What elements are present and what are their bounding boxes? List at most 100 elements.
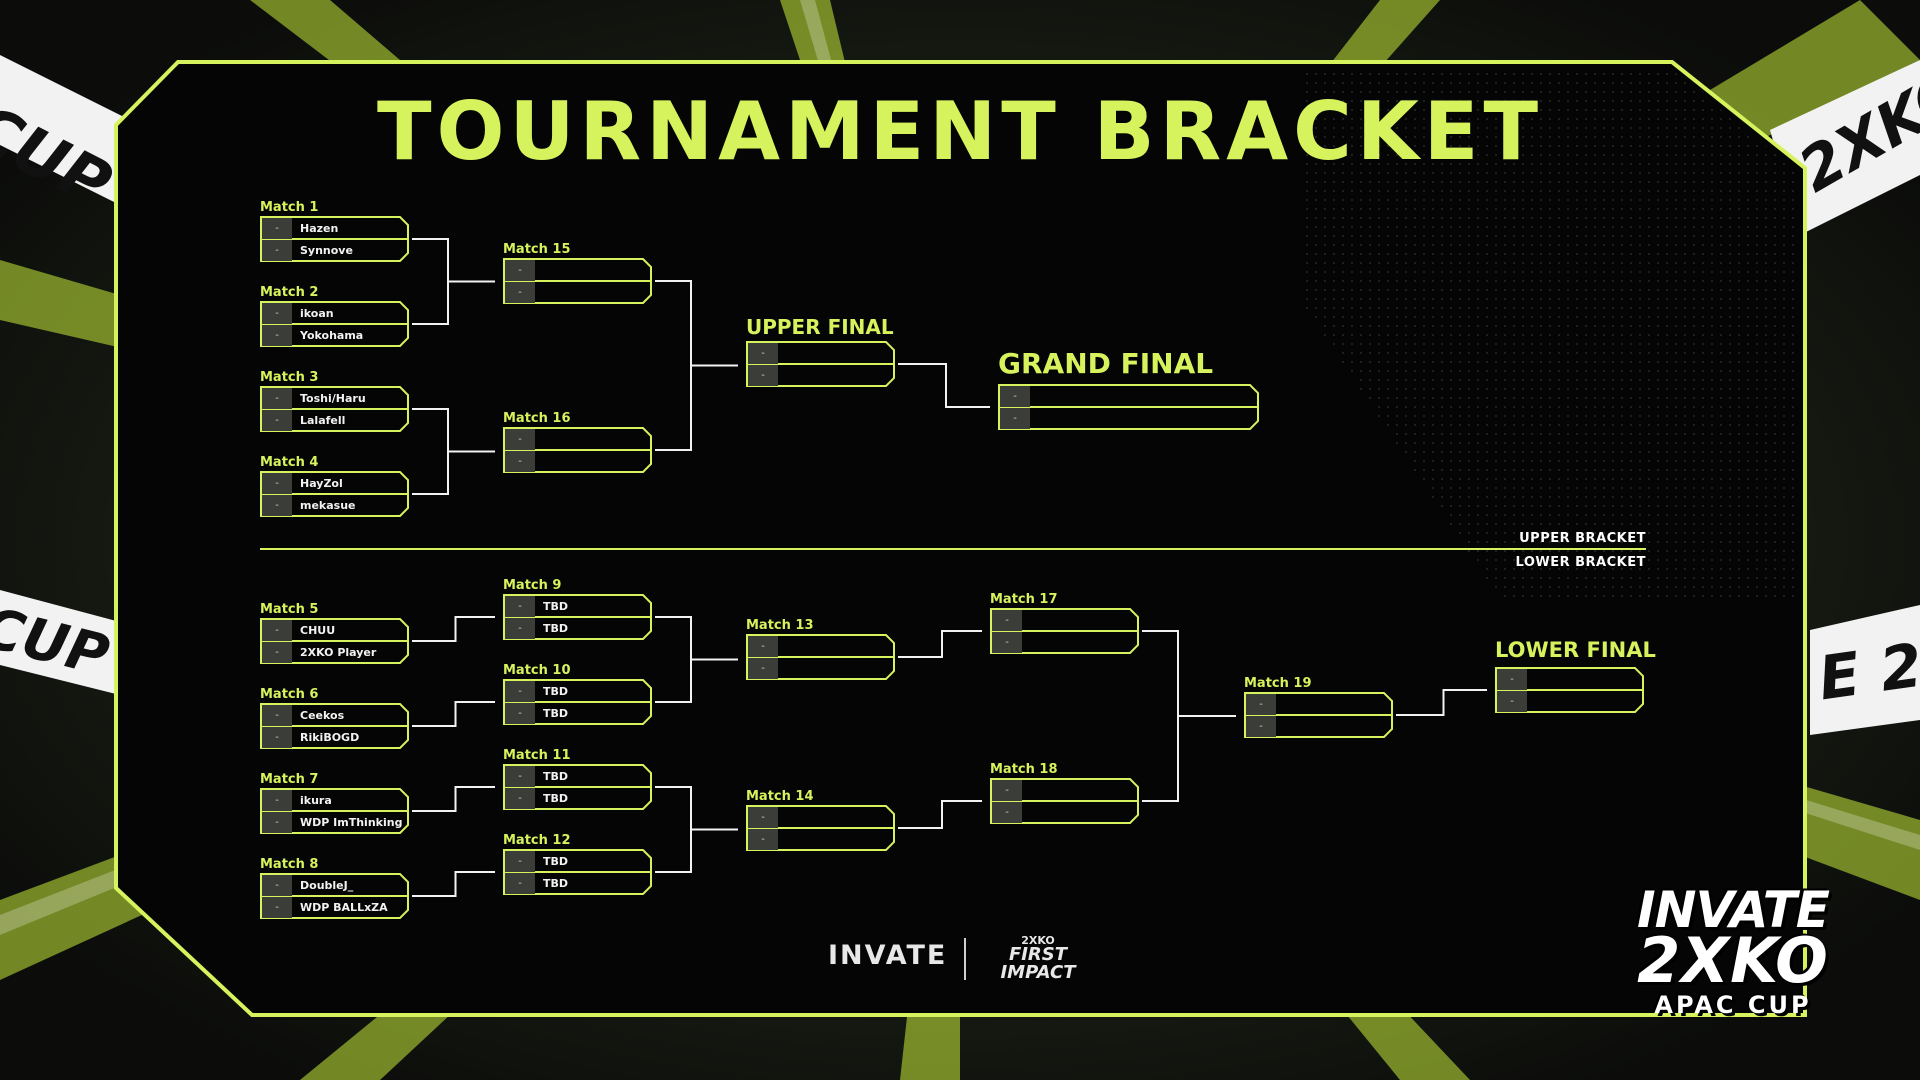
seed-cell: - bbox=[505, 788, 535, 809]
player-row: -ikoan bbox=[260, 303, 404, 324]
event-logo: INVATE 2XKO APAC CUP bbox=[1618, 881, 1848, 1019]
player-name: WDP ImThinking bbox=[300, 816, 403, 829]
player-name: Lalafell bbox=[300, 414, 346, 427]
player-row: - bbox=[746, 807, 890, 828]
match-box-m5: -CHUU-2XKO Player bbox=[260, 618, 409, 664]
match-frame bbox=[746, 634, 895, 680]
match-frame bbox=[503, 258, 652, 304]
match-box-m9: -TBD-TBD bbox=[503, 594, 652, 640]
match-frame bbox=[260, 788, 409, 834]
bracket-connector bbox=[898, 630, 982, 658]
match-label: Match 12 bbox=[503, 833, 571, 848]
player-name: Toshi/Haru bbox=[300, 392, 366, 405]
player-row: - bbox=[503, 282, 647, 303]
player-name: TBD bbox=[543, 770, 569, 783]
player-row: - bbox=[746, 658, 890, 679]
seed-cell: - bbox=[748, 807, 778, 828]
player-row: -Ceekos bbox=[260, 705, 404, 726]
seed-cell: - bbox=[992, 780, 1022, 801]
match-frame bbox=[998, 384, 1259, 430]
match-frame bbox=[260, 216, 409, 262]
match-frame bbox=[503, 427, 652, 473]
bracket-connector bbox=[655, 280, 692, 451]
player-row: -TBD bbox=[503, 851, 647, 872]
player-name: CHUU bbox=[300, 624, 336, 637]
player-row: -Toshi/Haru bbox=[260, 388, 404, 409]
seed-cell: - bbox=[262, 473, 292, 494]
player-row: -TBD bbox=[503, 596, 647, 617]
match-box-m19: -- bbox=[1244, 692, 1393, 738]
player-name: HayZol bbox=[300, 477, 343, 490]
seed-cell: - bbox=[262, 812, 292, 833]
player-row: -HayZol bbox=[260, 473, 404, 494]
match-frame bbox=[503, 764, 652, 810]
bracket-connector bbox=[1396, 689, 1487, 716]
seed-cell: - bbox=[505, 596, 535, 617]
player-row: - bbox=[1495, 691, 1639, 712]
player-row: -Lalafell bbox=[260, 410, 404, 431]
seed-cell: - bbox=[262, 620, 292, 641]
player-name: 2XKO Player bbox=[300, 646, 377, 659]
match-label: Match 18 bbox=[990, 762, 1058, 777]
event-logo-line1: INVATE bbox=[1637, 881, 1830, 939]
player-row: - bbox=[1244, 694, 1388, 715]
player-row: - bbox=[1244, 716, 1388, 737]
match-label: Match 13 bbox=[746, 618, 814, 633]
match-frame bbox=[503, 679, 652, 725]
player-row: -TBD bbox=[503, 873, 647, 894]
player-name: WDP BALLxZA bbox=[300, 901, 388, 914]
lower-final-label: LOWER FINAL bbox=[1495, 638, 1656, 662]
player-name: Yokohama bbox=[300, 329, 364, 342]
footer-divider bbox=[964, 938, 966, 980]
match-label: Match 19 bbox=[1244, 676, 1312, 691]
player-row: - bbox=[503, 260, 647, 281]
seed-cell: - bbox=[505, 260, 535, 281]
match-label: Match 3 bbox=[260, 370, 319, 385]
seed-cell: - bbox=[1497, 691, 1527, 712]
bracket-connector bbox=[898, 363, 990, 408]
match-box-m14: -- bbox=[746, 805, 895, 851]
seed-cell: - bbox=[262, 727, 292, 748]
seed-cell: - bbox=[1497, 669, 1527, 690]
bracket-connector bbox=[412, 871, 495, 897]
bracket-connector bbox=[412, 701, 495, 727]
match-label: Match 4 bbox=[260, 455, 319, 470]
seed-cell: - bbox=[748, 636, 778, 657]
match-label: Match 10 bbox=[503, 663, 571, 678]
seed-cell: - bbox=[505, 681, 535, 702]
seed-cell: - bbox=[262, 642, 292, 663]
player-name: TBD bbox=[543, 600, 569, 613]
seed-cell: - bbox=[505, 282, 535, 303]
match-frame bbox=[746, 341, 895, 387]
player-row: - bbox=[998, 386, 1254, 407]
player-name: TBD bbox=[543, 707, 569, 720]
player-row: -2XKO Player bbox=[260, 642, 404, 663]
player-name: TBD bbox=[543, 877, 569, 890]
player-name: TBD bbox=[543, 622, 569, 635]
player-row: -WDP BALLxZA bbox=[260, 897, 404, 918]
page-title: TOURNAMENT BRACKET bbox=[376, 85, 1544, 178]
seed-cell: - bbox=[1246, 716, 1276, 737]
seed-cell: - bbox=[262, 875, 292, 896]
seed-cell: - bbox=[505, 703, 535, 724]
grand-final-label: GRAND FINAL bbox=[998, 347, 1214, 380]
match-label: Match 6 bbox=[260, 687, 319, 702]
player-name: TBD bbox=[543, 855, 569, 868]
player-row: -TBD bbox=[503, 618, 647, 639]
match-label: Match 15 bbox=[503, 242, 571, 257]
match-frame bbox=[260, 618, 409, 664]
player-row: - bbox=[990, 802, 1134, 823]
match-frame bbox=[260, 301, 409, 347]
seed-cell: - bbox=[262, 218, 292, 239]
event-logo-line3: APAC CUP bbox=[1654, 990, 1812, 1019]
match-box-m1: -Hazen-Synnove bbox=[260, 216, 409, 262]
match-box-m2: -ikoan-Yokohama bbox=[260, 301, 409, 347]
player-row: - bbox=[746, 636, 890, 657]
match-box-m12: -TBD-TBD bbox=[503, 849, 652, 895]
match-frame bbox=[746, 805, 895, 851]
invate-logo: INVATE bbox=[828, 940, 948, 971]
match-label: Match 8 bbox=[260, 857, 319, 872]
match-frame bbox=[503, 594, 652, 640]
upper-bracket-tag: UPPER BRACKET bbox=[1519, 531, 1646, 546]
